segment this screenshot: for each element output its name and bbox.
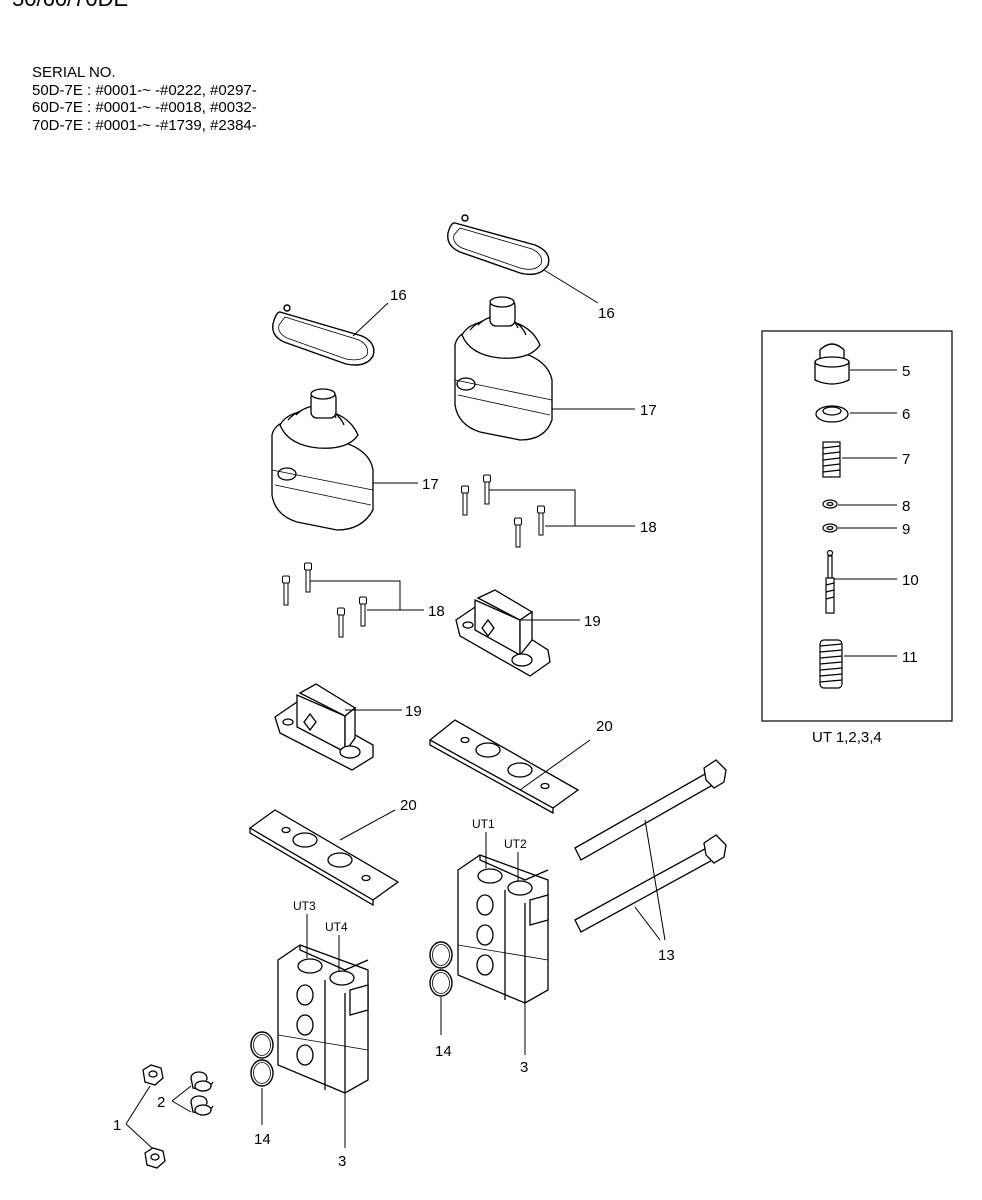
callout-18: 18: [640, 519, 657, 536]
spring-11: [819, 639, 843, 689]
bolt-set-18-lower: [282, 562, 367, 638]
serial-heading: SERIAL NO.: [32, 64, 116, 81]
plunger-5: [814, 343, 850, 385]
valve-block-3-right: [457, 854, 549, 1004]
callout-20: 20: [400, 797, 417, 814]
plate-20-upper: [428, 719, 580, 815]
port-label-ut3: UT3: [293, 899, 316, 913]
serial-line: 50D-7E : #0001-~ -#0222, #0297-: [32, 81, 257, 99]
callout-20: 20: [596, 718, 613, 735]
tie-rod-13: [574, 759, 727, 933]
port-labels: UT1 UT2 UT3 UT4: [293, 817, 527, 972]
callout-17: 17: [640, 402, 657, 419]
callout-14: 14: [435, 1043, 452, 1060]
valve-block-3-left: [277, 944, 369, 1094]
port-label-ut4: UT4: [325, 920, 348, 934]
callout-13: 13: [658, 947, 675, 964]
callout-19: 19: [405, 703, 422, 720]
o-ring-set-14-left: [250, 1031, 274, 1087]
plug-2: [190, 1071, 214, 1116]
inset-caption: UT 1,2,3,4: [812, 729, 882, 746]
callout-18: 18: [428, 603, 445, 620]
callout-8: 8: [902, 498, 910, 515]
callout-7: 7: [902, 451, 910, 468]
callout-1: 1: [113, 1117, 121, 1134]
serial-number-block: SERIAL NO. 50D-7E : #0001-~ -#0222, #029…: [32, 64, 257, 134]
callout-5: 5: [902, 363, 910, 380]
leader-lines: [125, 269, 897, 1149]
callout-16: 16: [598, 305, 615, 322]
callout-11: 11: [902, 649, 918, 666]
nut-1: [142, 1064, 166, 1169]
serial-line: 60D-7E : #0001-~ -#0018, #0032-: [32, 99, 257, 116]
callout-10: 10: [902, 572, 919, 589]
serial-line: 70D-7E : #0001-~ -#1739, #2384-: [32, 116, 257, 134]
callout-3: 3: [338, 1153, 346, 1170]
bracket-19-upper: [455, 589, 551, 677]
spring-7: [822, 441, 841, 478]
gasket-16-upper: [447, 214, 550, 276]
ut-spool-inset-box: [761, 330, 953, 722]
diagram-title: 50/60/70DE: [12, 0, 128, 12]
washer-9: [822, 523, 838, 533]
callout-19: 19: [584, 613, 601, 630]
o-ring-set-14-right: [429, 941, 453, 997]
plate-20-lower: [248, 809, 400, 907]
callout-17: 17: [422, 476, 439, 493]
callout-2: 2: [157, 1094, 165, 1111]
callout-14: 14: [254, 1131, 271, 1148]
washer-8: [822, 499, 838, 509]
callout-9: 9: [902, 521, 910, 538]
push-rod-10: [825, 549, 835, 614]
callout-6: 6: [902, 406, 910, 423]
port-label-ut1: UT1: [472, 817, 495, 831]
callout-3: 3: [520, 1059, 528, 1076]
bolt-set-18-upper: [461, 474, 545, 548]
callout-16: 16: [390, 287, 407, 304]
port-label-ut2: UT2: [504, 837, 527, 851]
joystick-boot-17-lower: [271, 388, 374, 531]
callout-labels: 16 16 17 17 18 18 19 19 20 20 13 14 14 3…: [113, 287, 919, 1170]
seal-6: [815, 405, 849, 423]
bracket-19-lower: [274, 683, 374, 771]
joystick-boot-17-upper: [454, 296, 553, 441]
gasket-16-lower: [272, 304, 375, 366]
